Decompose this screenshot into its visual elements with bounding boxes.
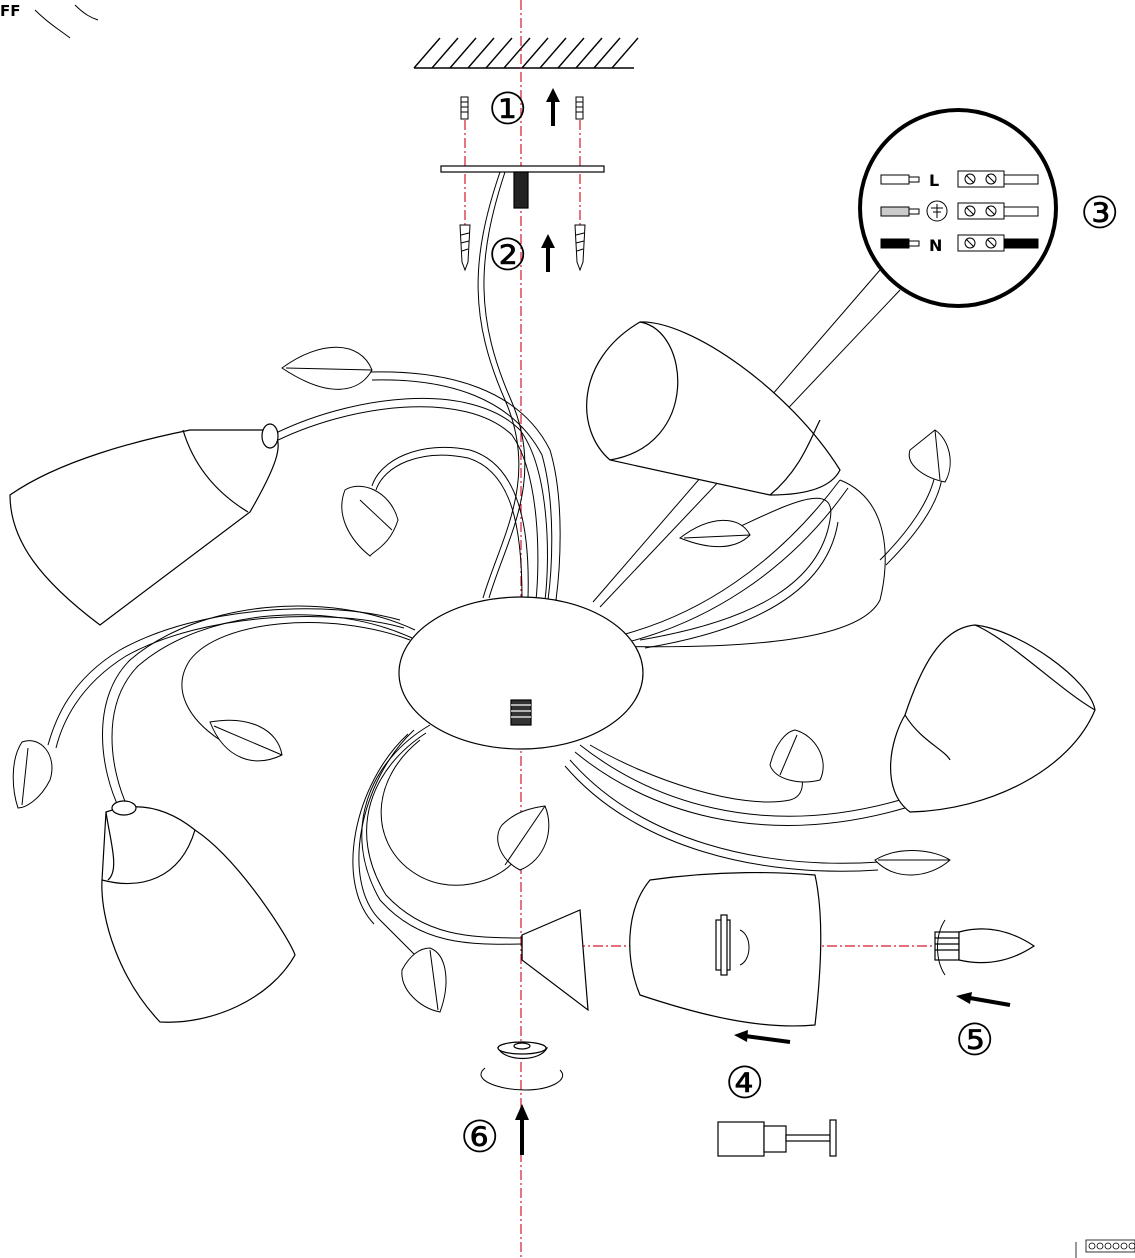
supply-cable [477,171,526,599]
wire-neutral-label: N [929,236,942,255]
chandelier-arms [47,371,943,961]
earth-ground-icon [926,200,948,222]
exploded-shade [629,871,822,1027]
up-arrow-icon [515,1104,529,1155]
finial-nut [497,1041,548,1059]
left-arrow-icon [956,992,1011,1007]
candle-bulb-icon [934,928,1036,964]
corner-text: FF [0,2,21,20]
terminal-strip-icon [1075,1239,1135,1258]
corner-sketch [34,4,99,39]
up-arrow-icon [541,234,555,272]
rotate-icon [480,1067,563,1091]
step-6-label: ⑥ [460,1112,499,1163]
up-arrow-icon [546,88,560,126]
glass-shade [9,321,1096,1023]
left-arrow-icon [734,1030,791,1044]
wall-plug-icon [460,96,584,120]
mounting-bar [440,165,605,209]
step-3-label: ③ [1080,188,1119,239]
lamp-holder [521,909,589,1012]
ceiling-canopy [398,596,644,750]
step-4-label: ④ [725,1058,764,1109]
rotate-icon [739,929,750,966]
wire-live-label: L [929,171,939,190]
screw-icon [459,224,586,272]
rotate-icon [937,919,946,976]
step-2-label: ② [488,230,527,281]
hex-key-tool [717,1119,837,1157]
wiring-detail: L N [592,108,1058,608]
step-5-label: ⑤ [955,1015,994,1066]
ceiling-hatch [413,37,639,69]
leaf-decoration [12,346,951,1013]
step-1-label: ① [488,84,527,135]
